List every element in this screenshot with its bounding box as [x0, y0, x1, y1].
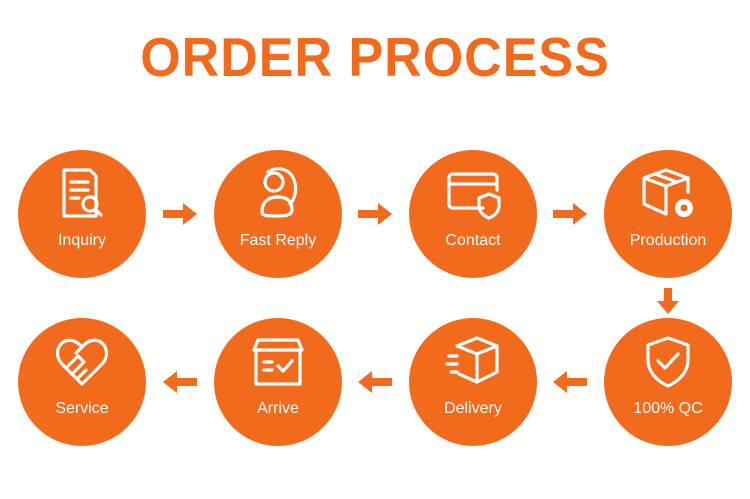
step-service: Service — [18, 318, 146, 446]
step-label: Inquiry — [57, 232, 107, 249]
step-label: Delivery — [444, 400, 502, 417]
card-shield-icon — [447, 172, 501, 220]
arrow-right-icon — [163, 203, 197, 225]
step-label: Contact — [445, 232, 501, 249]
arrow-left-icon — [163, 371, 197, 393]
step-label: Service — [55, 400, 109, 417]
step-label: Arrive — [257, 400, 299, 417]
customer-service-icon — [260, 167, 298, 218]
heart-handshake-icon — [55, 338, 109, 386]
step-label: 100% QC — [633, 400, 703, 417]
step-delivery: Delivery — [409, 318, 537, 446]
arrow-down-icon — [657, 288, 679, 314]
shield-check-icon — [646, 336, 690, 388]
arrow-right-icon — [358, 203, 392, 225]
step-arrive: Arrive — [214, 318, 342, 446]
step-inquiry: Inquiry — [18, 150, 146, 278]
arrow-left-icon — [358, 371, 392, 393]
step-label: Fast Reply — [239, 232, 317, 249]
step-label: Production — [629, 232, 707, 249]
step-contact: Contact — [409, 150, 537, 278]
document-search-icon — [62, 168, 103, 218]
arrow-left-icon — [553, 371, 587, 393]
step-qc: 100% QC — [604, 318, 732, 446]
package-check-icon — [252, 338, 304, 386]
box-gear-icon — [642, 168, 693, 217]
step-production: Production — [604, 150, 732, 278]
step-fast-reply: Fast Reply — [214, 150, 342, 278]
fast-box-icon — [445, 336, 499, 384]
arrow-right-icon — [553, 203, 587, 225]
page-title: ORDER PROCESS — [140, 27, 610, 89]
